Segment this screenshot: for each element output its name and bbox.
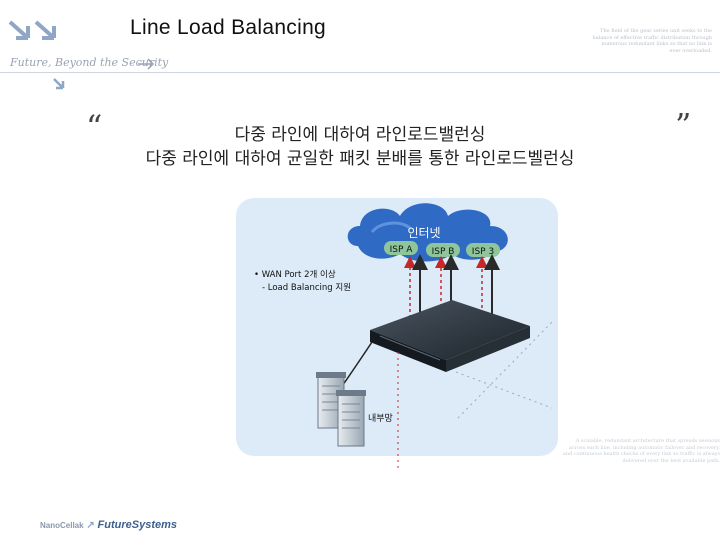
- open-quote: “: [86, 108, 103, 146]
- brand-future: Future: [97, 519, 132, 531]
- slide-title: Line Load Balancing: [130, 16, 327, 39]
- headline-line-2: 다중 라인에 대하여 균일한 패킷 분배를 통한 라인로드벨런싱: [145, 149, 575, 169]
- side-blurb: A scalable, redundant architecture that …: [562, 438, 720, 464]
- header-logo-icon: [6, 16, 70, 48]
- server-icon: [316, 372, 366, 447]
- header-blurb: The field of the gear series unit seeks …: [592, 28, 712, 54]
- brand-systems: Systems: [131, 519, 178, 531]
- isp-label-3: ISP 3: [472, 247, 494, 257]
- brand-nanocellak: NanoCellak: [40, 521, 84, 530]
- small-arrow-icon: [52, 76, 66, 95]
- lan-label: 내부망: [368, 413, 393, 424]
- header-divider: [0, 72, 720, 73]
- close-quote: ”: [675, 106, 692, 144]
- isp-label-a: ISP A: [390, 245, 414, 255]
- tagline-arrow-icon: [136, 56, 156, 75]
- headline-line-1: 다중 라인에 대하여 라인로드밸런싱: [234, 125, 486, 145]
- router-icon: [370, 300, 530, 372]
- brand-separator-icon: ↗: [86, 520, 95, 531]
- tagline: Future, Beyond the Security: [10, 56, 169, 69]
- note-line-2: - Load Balancing 지원: [262, 283, 351, 293]
- footer-brand: NanoCellak ↗ FutureSystems: [40, 519, 177, 531]
- isp-label-b: ISP B: [432, 247, 455, 257]
- cloud-label: 인터넷: [407, 226, 440, 240]
- note-line-1: • WAN Port 2개 이상: [254, 269, 336, 280]
